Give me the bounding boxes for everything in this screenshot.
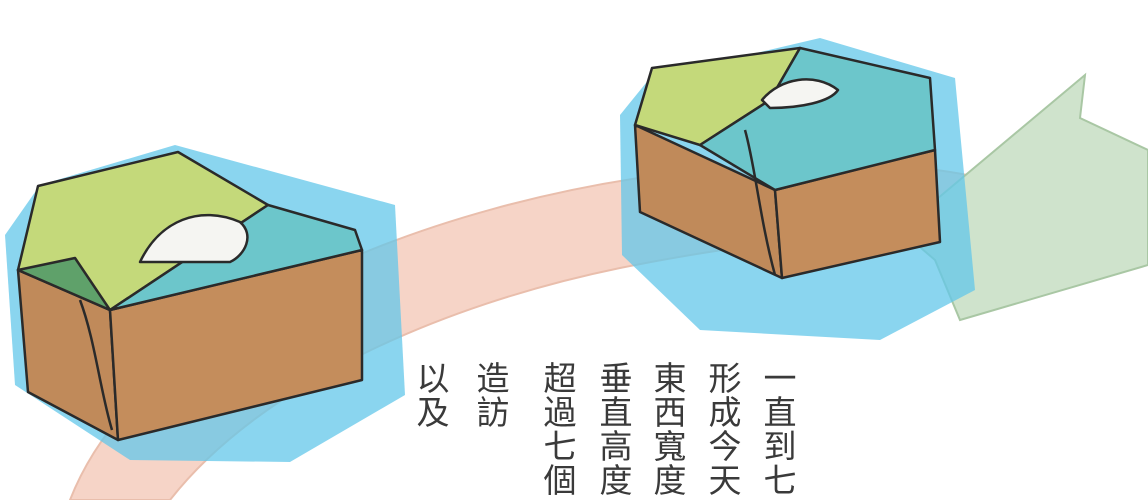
text-char: 到 bbox=[763, 427, 797, 466]
text-char: 垂 bbox=[599, 359, 633, 398]
text-column-6: 造訪 bbox=[473, 362, 513, 430]
text-char: 以 bbox=[416, 359, 450, 398]
text-char: 東 bbox=[653, 359, 687, 398]
text-char: 過 bbox=[543, 393, 577, 432]
text-column-7: 以及 bbox=[413, 362, 453, 430]
text-column-4: 垂直高度 bbox=[596, 362, 636, 498]
text-char: 寬 bbox=[653, 427, 687, 466]
text-char: 度 bbox=[653, 461, 687, 500]
text-char: 一 bbox=[763, 359, 797, 398]
text-column-5: 超過七個 bbox=[540, 362, 580, 498]
text-char: 度 bbox=[599, 461, 633, 500]
left-block-lowland bbox=[16, 256, 112, 312]
right-block-mountain bbox=[760, 78, 840, 110]
text-char: 直 bbox=[763, 393, 797, 432]
left-block-fault bbox=[78, 299, 114, 431]
text-column-1: 一直到七 bbox=[760, 362, 800, 498]
text-column-2: 形成今天 bbox=[705, 362, 745, 498]
text-char: 七 bbox=[543, 427, 577, 466]
text-char: 直 bbox=[599, 393, 633, 432]
text-column-3: 東西寬度 bbox=[650, 362, 690, 498]
text-char: 造 bbox=[476, 359, 510, 398]
left-geologic-block bbox=[16, 150, 364, 442]
text-char: 今 bbox=[708, 427, 742, 466]
text-char: 七 bbox=[763, 461, 797, 500]
text-char: 天 bbox=[708, 461, 742, 500]
text-char: 及 bbox=[416, 393, 450, 432]
left-block-mountain bbox=[138, 213, 249, 264]
text-char: 超 bbox=[543, 359, 577, 398]
text-char: 個 bbox=[543, 461, 577, 500]
text-char: 形 bbox=[708, 359, 742, 398]
text-char: 訪 bbox=[476, 393, 510, 432]
right-block-fault bbox=[743, 129, 777, 276]
text-char: 成 bbox=[708, 393, 742, 432]
text-char: 高 bbox=[599, 427, 633, 466]
right-geologic-block bbox=[633, 46, 942, 280]
text-char: 西 bbox=[653, 393, 687, 432]
